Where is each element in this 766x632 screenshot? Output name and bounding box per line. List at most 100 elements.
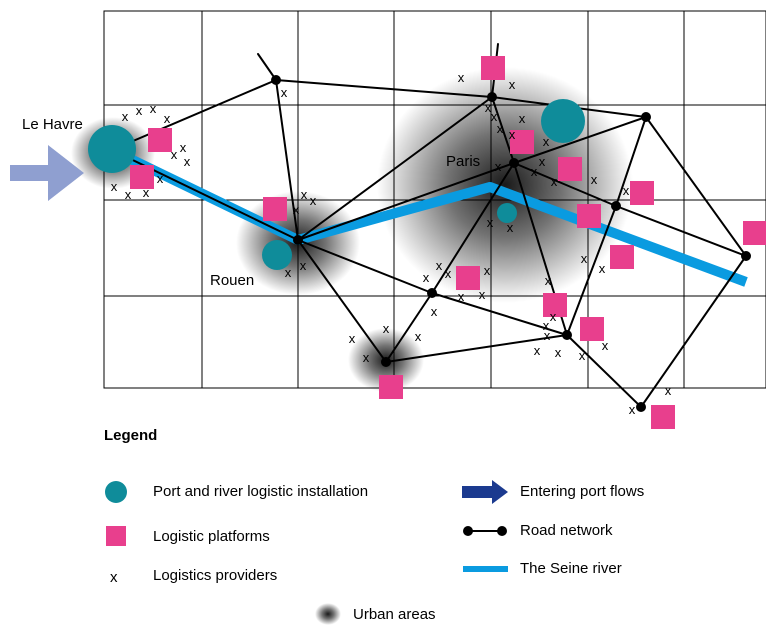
road-node: [487, 92, 497, 102]
logistics-provider-mark: x: [579, 348, 586, 363]
logistics-provider-mark: x: [285, 265, 292, 280]
logistic-platform: [510, 130, 534, 154]
legend-port-label: Port and river logistic installation: [153, 483, 369, 500]
legend-urban-symbol: [315, 603, 341, 625]
legend-port-flow-arrow: [462, 480, 508, 504]
port-installation-le-havre: [88, 125, 136, 173]
port-installations: [88, 99, 585, 270]
logistic-platform: [630, 181, 654, 205]
logistic-platform: [543, 293, 567, 317]
logistics-provider-mark: x: [125, 187, 132, 202]
logistics-provider-mark: x: [551, 174, 558, 189]
legend-river-label: The Seine river: [520, 560, 622, 577]
road-nodes: [271, 75, 751, 412]
logistics-provider-mark: x: [550, 309, 557, 324]
logistics-provider-mark: x: [171, 147, 178, 162]
legend-platforms-label: Logistic platforms: [153, 528, 270, 545]
logistics-provider-mark: x: [122, 109, 129, 124]
logistics-provider-mark: x: [623, 183, 630, 198]
logistics-provider-mark: x: [136, 103, 143, 118]
legend-port-flows-label: Entering port flows: [520, 483, 645, 500]
logistics-provider-mark: x: [484, 263, 491, 278]
logistics-provider-mark: x: [310, 193, 317, 208]
legend-road-node: [463, 526, 473, 536]
road-node: [562, 330, 572, 340]
logistics-provider-mark: x: [445, 266, 452, 281]
road-node: [636, 402, 646, 412]
port-installation-rouen: [262, 240, 292, 270]
logistic-platform: [577, 204, 601, 228]
logistics-provider-mark: x: [545, 273, 552, 288]
logistics-provider-mark: x: [519, 111, 526, 126]
logistics-provider-mark: x: [602, 338, 609, 353]
logistics-provider-mark: x: [497, 121, 504, 136]
road-node: [641, 112, 651, 122]
legend-urban-label: Urban areas: [353, 606, 436, 623]
logistics-provider-mark: x: [423, 270, 430, 285]
road-node: [271, 75, 281, 85]
logistic-platform: [148, 128, 172, 152]
logistics-provider-mark: x: [534, 343, 541, 358]
logistics-provider-mark: x: [495, 159, 502, 174]
logistics-provider-mark: x: [509, 127, 516, 142]
logistics-provider-mark: x: [543, 318, 550, 333]
logistic-platforms: [130, 56, 766, 429]
logistic-platform: [558, 157, 582, 181]
road-node: [381, 357, 391, 367]
logistic-platform: [263, 197, 287, 221]
logistic-platform: [580, 317, 604, 341]
logistics-provider-mark: x: [383, 321, 390, 336]
logistics-provider-mark: x: [665, 383, 672, 398]
logistics-provider-mark: x: [363, 350, 370, 365]
logistics-provider-mark: x: [431, 304, 438, 319]
logistics-provider-mark: x: [544, 328, 551, 343]
road-node: [509, 158, 519, 168]
logistics-provider-mark: x: [157, 171, 164, 186]
logistic-platform: [651, 405, 675, 429]
logistics-provider-mark: x: [509, 77, 516, 92]
logistics-provider-mark: x: [531, 164, 538, 179]
logistic-platform: [130, 165, 154, 189]
logistics-provider-mark: x: [555, 345, 562, 360]
city-label-rouen: Rouen: [210, 272, 254, 289]
logistic-platform: [743, 221, 766, 245]
logistics-provider-mark: x: [436, 258, 443, 273]
logistics-provider-mark: x: [164, 111, 171, 126]
logistics-provider-mark: x: [184, 154, 191, 169]
logistics-provider-mark: x: [281, 85, 288, 100]
logistics-provider-mark: x: [479, 287, 486, 302]
logistic-platform: [481, 56, 505, 80]
road-node: [427, 288, 437, 298]
logistic-platform: [610, 245, 634, 269]
logistics-provider-mark: x: [301, 187, 308, 202]
legend-port-symbol: [105, 481, 127, 503]
road-node: [293, 235, 303, 245]
logistics-provider-mark: x: [491, 109, 498, 124]
logistics-provider-mark: x: [507, 220, 514, 235]
logistic-platform: [379, 375, 403, 399]
logistics-provider-mark: x: [150, 101, 157, 116]
entering-port-flow-arrow: [10, 145, 84, 201]
legend-platform-symbol: [106, 526, 126, 546]
logistics-provider-mark: x: [539, 154, 546, 169]
road-network: [111, 43, 747, 408]
logistics-provider-mark: x: [629, 402, 636, 417]
logistics-provider-mark: x: [543, 134, 550, 149]
logistics-provider-mark: x: [111, 179, 118, 194]
legend-symbols: [105, 480, 508, 625]
legend-providers-symbol: x: [110, 569, 118, 586]
logistics-provider-mark: x: [458, 289, 465, 304]
logistics-provider-mark: x: [458, 70, 465, 85]
legend-road-node: [497, 526, 507, 536]
logistics-provider-mark: x: [300, 258, 307, 273]
logistics-provider-mark: x: [591, 172, 598, 187]
logistics-provider-mark: x: [485, 100, 492, 115]
logistics-provider-mark: x: [487, 215, 494, 230]
logistics-provider-mark: x: [599, 261, 606, 276]
legend-road-label: Road network: [520, 522, 613, 539]
port-installation-paris-center: [497, 203, 517, 223]
city-label-le-havre: Le Havre: [22, 116, 83, 133]
logistics-provider-mark: x: [349, 331, 356, 346]
